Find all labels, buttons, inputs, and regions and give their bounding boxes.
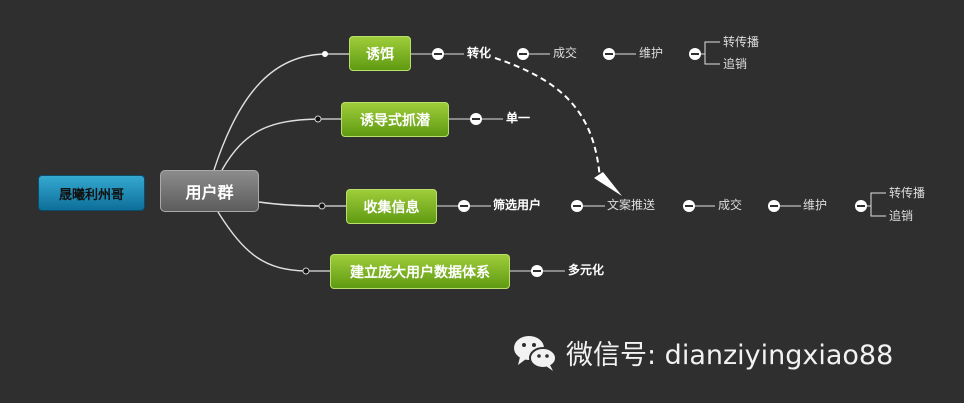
branch-label: 收集信息 (363, 199, 420, 216)
collapse-toggle-icon[interactable] (458, 200, 470, 212)
connector-induce (221, 118, 319, 171)
connector-lure (213, 53, 326, 171)
relation-arrowhead (594, 172, 622, 196)
node-spread[interactable]: 转传播 (889, 186, 926, 200)
collapse-toggle-icon[interactable] (571, 200, 583, 212)
dot-collect (318, 202, 326, 210)
node-deal[interactable]: 成交 (553, 46, 578, 60)
root-label: 晟曦利州哥 (58, 187, 124, 203)
branch-node-collect[interactable]: 收集信息 (346, 189, 437, 224)
node-diversify[interactable]: 多元化 (568, 263, 605, 277)
branch-label: 诱饵 (366, 46, 394, 63)
collapse-toggle-icon[interactable] (603, 48, 615, 60)
node-upsell[interactable]: 追销 (723, 57, 748, 71)
branch-node-induce[interactable]: 诱导式抓潜 (341, 102, 449, 137)
collapse-toggle-icon[interactable] (517, 48, 529, 60)
watermark-text: 微信号: dianziyingxiao88 (566, 339, 894, 371)
dot-build (302, 267, 310, 275)
branch-label: 诱导式抓潜 (360, 112, 430, 129)
wechat-icon (512, 332, 558, 372)
relation-arrow (494, 57, 601, 181)
node-filter-users[interactable]: 筛选用户 (493, 198, 542, 212)
node-deal[interactable]: 成交 (718, 198, 743, 212)
node-upsell[interactable]: 追销 (889, 209, 914, 223)
dot-lure (322, 51, 328, 57)
branch-node-lure[interactable]: 诱饵 (349, 36, 411, 71)
dot-induce (314, 115, 322, 123)
root-node[interactable]: 晟曦利州哥 (38, 175, 145, 211)
node-maintain[interactable]: 维护 (639, 46, 664, 60)
connector-build (217, 211, 307, 272)
collapse-toggle-icon[interactable] (531, 265, 543, 277)
node-single[interactable]: 单一 (506, 111, 531, 125)
center-node[interactable]: 用户群 (160, 170, 259, 212)
node-copy-push[interactable]: 文案推送 (607, 198, 656, 212)
collapse-toggle-icon[interactable] (855, 200, 867, 212)
collapse-toggle-icon[interactable] (432, 48, 444, 60)
center-label: 用户群 (185, 183, 234, 202)
wechat-watermark: 微信号: dianziyingxiao88 (512, 332, 893, 372)
branch-node-build[interactable]: 建立庞大用户数据体系 (330, 254, 510, 289)
node-spread[interactable]: 转传播 (723, 35, 760, 49)
node-maintain[interactable]: 维护 (803, 198, 828, 212)
collapse-toggle-icon[interactable] (683, 200, 695, 212)
collapse-toggle-icon[interactable] (768, 200, 780, 212)
collapse-toggle-icon[interactable] (470, 113, 482, 125)
connector-collect (258, 201, 323, 207)
node-convert[interactable]: 转化 (467, 46, 492, 60)
branch-label: 建立庞大用户数据体系 (350, 264, 490, 281)
collapse-toggle-icon[interactable] (689, 48, 701, 60)
